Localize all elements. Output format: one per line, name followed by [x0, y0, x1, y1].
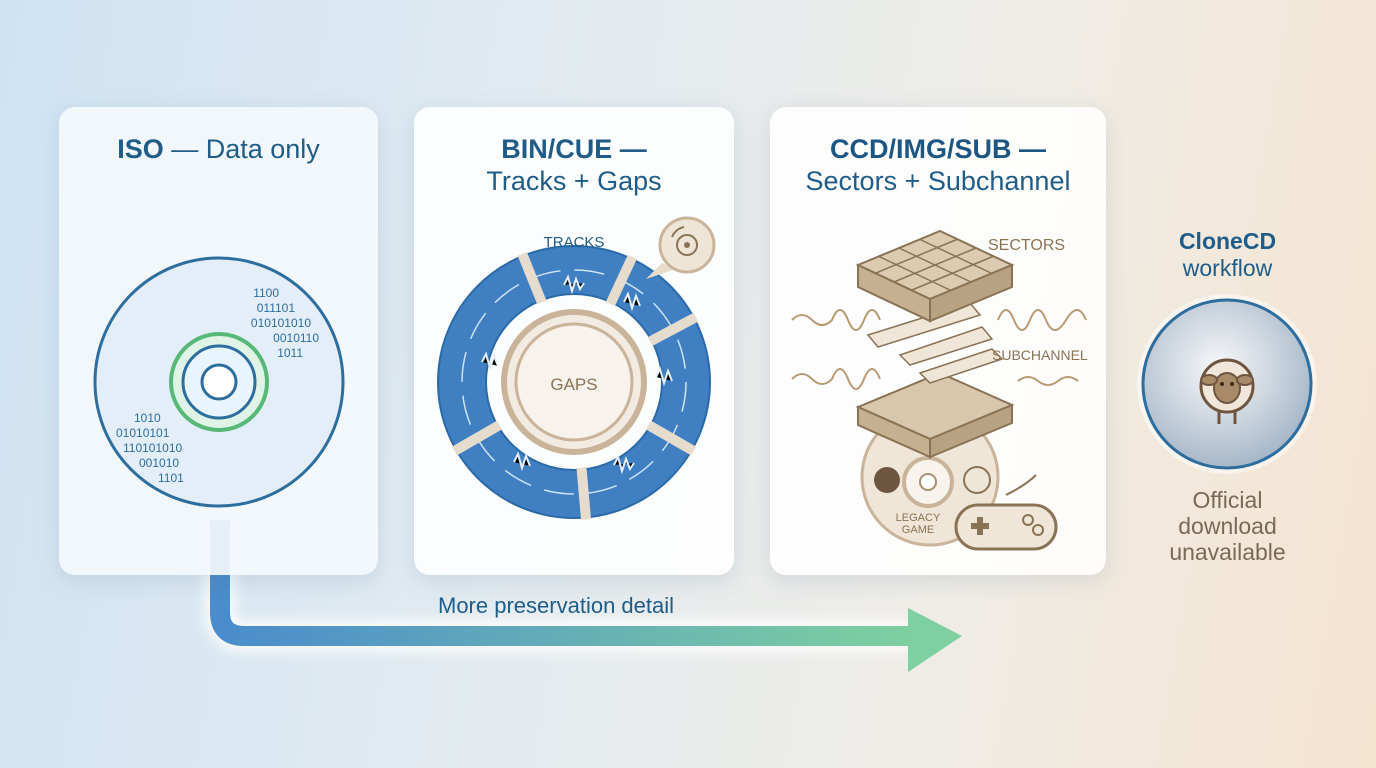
iso-title: ISO — Data only — [117, 134, 320, 164]
clonecd-title: CloneCD workflow — [1140, 228, 1315, 282]
legacy-label-1: LEGACY — [896, 512, 941, 524]
iso-card: ISO — Data only 1100 011101 010101010 00… — [59, 107, 378, 575]
flow-label: More preservation detail — [438, 593, 675, 618]
subchannel-label: SUBCHANNEL — [992, 347, 1088, 363]
ccd-title-line2: Sectors + Subchannel — [805, 166, 1071, 196]
wave-left-top — [791, 309, 881, 331]
clonecd-note-line2: download — [1178, 513, 1277, 539]
iso-disc-icon: 1100 011101 010101010 0010110 1011 1010 … — [93, 256, 345, 508]
ccd-title-line1: CCD/IMG/SUB — — [830, 134, 1046, 164]
sheep-white-icon — [963, 466, 991, 494]
clonecd-subtitle: workflow — [1182, 255, 1273, 281]
ccd-title: CCD/IMG/SUB — Sectors + Subchannel — [770, 133, 1106, 197]
binary-bottom-2: 01010101 — [116, 426, 170, 440]
bincue-title: BIN/CUE — Tracks + Gaps — [414, 133, 734, 197]
gamepad-icon — [954, 474, 1058, 551]
clonecd-name: CloneCD — [1178, 228, 1277, 254]
clonecd-note-line3: unavailable — [1169, 539, 1286, 565]
sheep-disc-icon — [1137, 294, 1317, 474]
binary-top-4: 0010110 — [273, 331, 319, 345]
bincue-card: BIN/CUE — Tracks + Gaps GAPS — [414, 107, 734, 575]
binary-top-2: 011101 — [257, 301, 296, 315]
tracks-label: TRACKS — [544, 234, 605, 251]
ccd-card: CCD/IMG/SUB — Sectors + Subchannel LEGAC… — [770, 107, 1106, 575]
legacy-label-2: GAME — [902, 524, 934, 536]
binary-top-5: 1011 — [277, 346, 303, 360]
sheep-black-icon — [874, 467, 900, 493]
binary-bottom-3: 110101010 — [123, 441, 183, 455]
clonecd-note-line1: Official — [1192, 487, 1263, 513]
wave-right-top — [997, 309, 1087, 331]
sectors-label: SECTORS — [988, 237, 1065, 254]
binary-top-3: 010101010 — [251, 316, 311, 330]
binary-bottom-1: 1010 — [134, 411, 161, 425]
binary-top-1: 1100 — [253, 286, 279, 300]
wave-left-bottom — [791, 368, 881, 390]
clonecd-note: Official download unavailable — [1140, 487, 1315, 565]
binary-bottom-5: 1101 — [158, 471, 184, 485]
bincue-title-line1: BIN/CUE — — [501, 134, 647, 164]
gaps-label: GAPS — [550, 375, 597, 394]
bincue-track-ring-icon: GAPS TRACKS — [437, 216, 716, 520]
binary-bottom-4: 001010 — [139, 456, 179, 470]
ccd-layers-icon: LEGACY GAME — [791, 229, 1088, 551]
bincue-title-line2: Tracks + Gaps — [486, 166, 662, 196]
